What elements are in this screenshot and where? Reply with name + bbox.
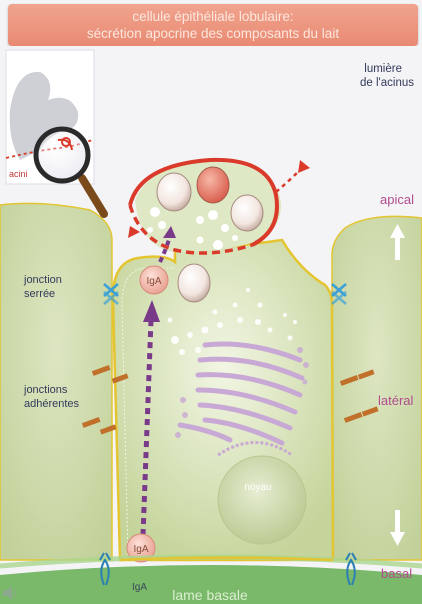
iga-basal-label: IgA (133, 544, 148, 555)
right-neighbour-cell (332, 216, 422, 560)
tight-junction-label-line1: jonction (23, 274, 62, 286)
adherens-label-line1: jonctions (23, 384, 68, 396)
basal-label: basal (381, 566, 412, 581)
lumen-label-line1: lumière (364, 63, 402, 75)
apical-label: apical (380, 192, 414, 207)
adherens-label-line2: adhérentes (24, 398, 80, 410)
tight-junction-label-line2: serrée (24, 288, 55, 300)
nucleus-label: noyau (244, 482, 271, 493)
iga-apical-label: IgA (146, 276, 161, 287)
nucleus (218, 456, 306, 544)
lateral-label: latéral (378, 393, 414, 408)
inset-label: acini (9, 169, 28, 179)
left-neighbour-cell (0, 203, 112, 560)
basal-lamina-label: lame basale (172, 587, 248, 603)
iga-receptor-label: IgA (132, 582, 147, 593)
lumen-label-line2: de l'acinus (360, 77, 414, 89)
